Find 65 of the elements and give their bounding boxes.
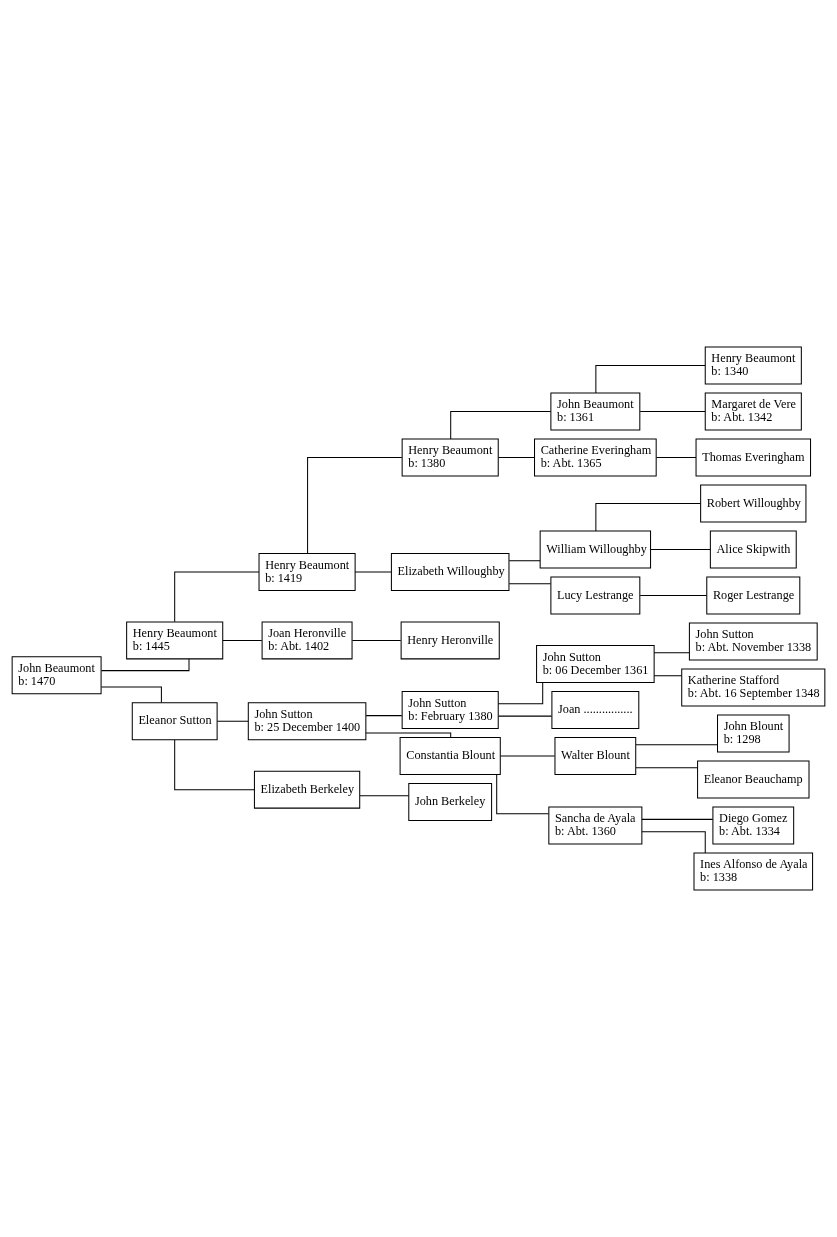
connector [100,686,162,703]
node-box: Robert Willoughby [700,484,807,523]
node-box: John Berkeley [408,783,493,821]
node-box: Diego Gomez b: Abt. 1334 [712,806,795,845]
connector [639,411,706,412]
node-box: John Sutton b: 25 December 1400 [247,702,367,741]
node-box: John Beaumont b: 1470 [11,656,102,695]
connector [595,503,701,532]
node-box: Alice Skipwith [709,530,797,569]
connector [641,831,706,854]
connector [359,795,410,797]
node-box: Joan ................ [551,691,640,729]
node-box: Walter Blount [554,737,637,775]
node-box: John Sutton b: February 1380 [401,691,499,729]
connector [639,595,708,596]
connector [498,457,535,458]
node-box: Joan Heronville b: Abt. 1402 [261,621,353,660]
connector [365,732,452,738]
node-box: Sancha de Ayala b: Abt. 1360 [548,806,643,845]
node-box: Henry Beaumont b: 1419 [258,553,356,591]
connector [650,549,711,550]
node-box: Roger Lestrange [706,576,801,615]
connector [496,774,550,815]
node-box: Henry Heronville [400,621,500,660]
node-box: Catherine Everingham b: Abt. 1365 [534,438,657,477]
node-box: Henry Beaumont b: 1340 [704,346,802,385]
node-box: Eleanor Sutton [131,702,218,741]
node-box: John Beaumont b: 1361 [550,392,641,431]
node-box: Elizabeth Berkeley [253,770,361,809]
node-box: John Sutton b: Abt. November 1338 [688,622,818,661]
node-box: Henry Beaumont b: 1380 [401,438,499,477]
connector [351,639,402,641]
connector [365,715,403,717]
connector [653,652,690,654]
connector [174,739,255,791]
connector [216,720,249,722]
connector [508,583,552,585]
connector [354,571,392,573]
connector [655,457,697,458]
connector [508,560,541,562]
connector [174,571,260,623]
connector [100,658,190,672]
node-box: Thomas Everingham [695,438,812,477]
node-box: Margaret de Vere b: Abt. 1342 [704,392,802,431]
node-box: Ines Alfonso de Ayala b: 1338 [693,852,814,891]
connector [635,744,718,746]
connector [653,675,683,677]
connector [307,457,403,554]
node-box: John Blount b: 1298 [717,714,790,753]
node-box: Henry Beaumont b: 1445 [126,621,224,660]
connector [450,411,552,440]
node-box: John Sutton b: 06 December 1361 [536,645,655,683]
node-box: Elizabeth Willoughby [390,553,510,591]
connector [595,365,706,394]
node-box: William Willoughby [539,530,652,569]
connector [222,639,263,641]
connector [635,767,698,769]
node-box: Eleanor Beauchamp [697,760,810,799]
node-box: Lucy Lestrange [550,576,641,615]
node-box: Constantia Blount [399,737,501,775]
connector [641,818,714,820]
connector [497,682,544,705]
connector [498,715,553,717]
connector [500,755,556,757]
node-box: Katherine Stafford b: Abt. 16 September 1348 [681,668,826,707]
